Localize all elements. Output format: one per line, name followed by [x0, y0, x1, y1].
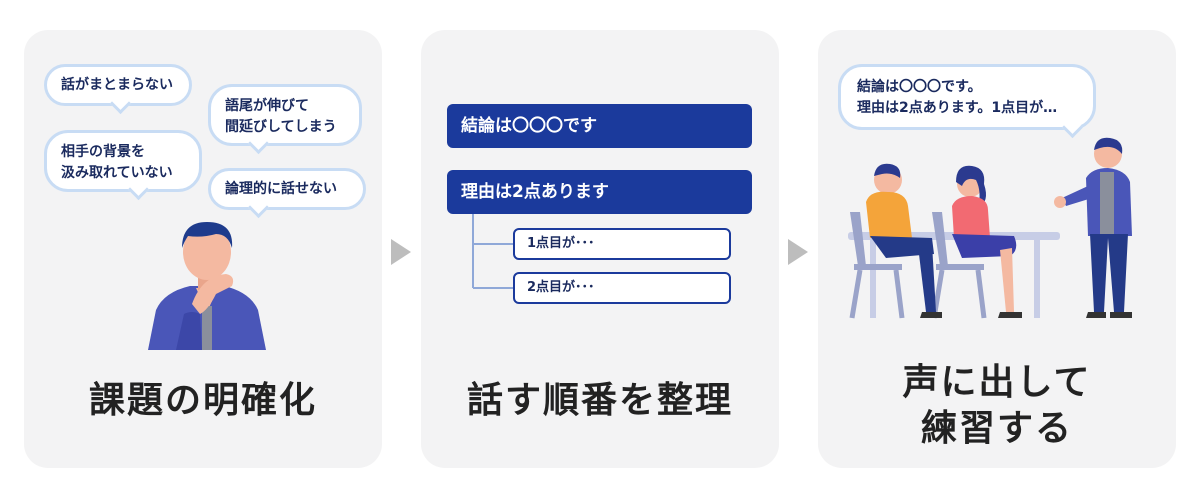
panel-practice-aloud: 結論は〇〇〇です。 理由は2点あります。1点目が… — [818, 30, 1176, 468]
caption-line2: 練習する — [920, 408, 1073, 449]
speech-bubble-drawn-out: 語尾が伸びて 間延びしてしまう — [208, 84, 362, 146]
panel-speaking-order: 結論は〇〇〇です 理由は2点あります 1点目が･･･ 2点目が･･･ 話す順番を… — [421, 30, 779, 468]
speech-bubble-presenter: 結論は〇〇〇です。 理由は2点あります。1点目が… — [838, 64, 1096, 130]
panel-issue-clarification: 話がまとまらない 語尾が伸びて 間延びしてしまう 相手の背景を 汲み取れていない… — [24, 30, 382, 468]
bubble-text-line1: 相手の背景を — [61, 144, 145, 160]
speech-bubble-background: 相手の背景を 汲み取れていない — [44, 130, 202, 192]
bubble-text-line2: 汲み取れていない — [61, 165, 173, 181]
bubble-text-line1: 結論は〇〇〇です。 — [857, 79, 982, 95]
tree-connector-icon — [472, 214, 513, 289]
caption-speaking-order: 話す順番を整理 — [466, 380, 733, 421]
arrow-right-icon — [391, 239, 411, 265]
caption-issue-clarification: 課題の明確化 — [88, 380, 317, 421]
speech-bubble-illogical: 論理的に話せない — [208, 168, 366, 210]
caption-line1: 声に出して — [902, 362, 1092, 403]
point-two-box: 2点目が･･･ — [513, 272, 731, 304]
arrow-right-icon — [788, 239, 808, 265]
bubble-text-line2: 理由は2点あります。1点目が… — [857, 100, 1058, 116]
bubble-text-line1: 語尾が伸びて — [225, 98, 309, 114]
thinking-man-icon — [148, 222, 266, 350]
conclusion-box: 結論は〇〇〇です — [447, 104, 752, 148]
reasons-box: 理由は2点あります — [447, 170, 752, 214]
bubble-text: 話がまとまらない — [61, 77, 173, 93]
bubble-text-line2: 間延びしてしまう — [225, 119, 337, 135]
caption-practice-aloud: 声に出して 練習する — [818, 360, 1176, 452]
speech-bubble-disorganized: 話がまとまらない — [44, 64, 192, 106]
presentation-meeting-icon — [848, 137, 1132, 319]
bubble-text: 論理的に話せない — [225, 181, 337, 197]
point-one-box: 1点目が･･･ — [513, 228, 731, 260]
